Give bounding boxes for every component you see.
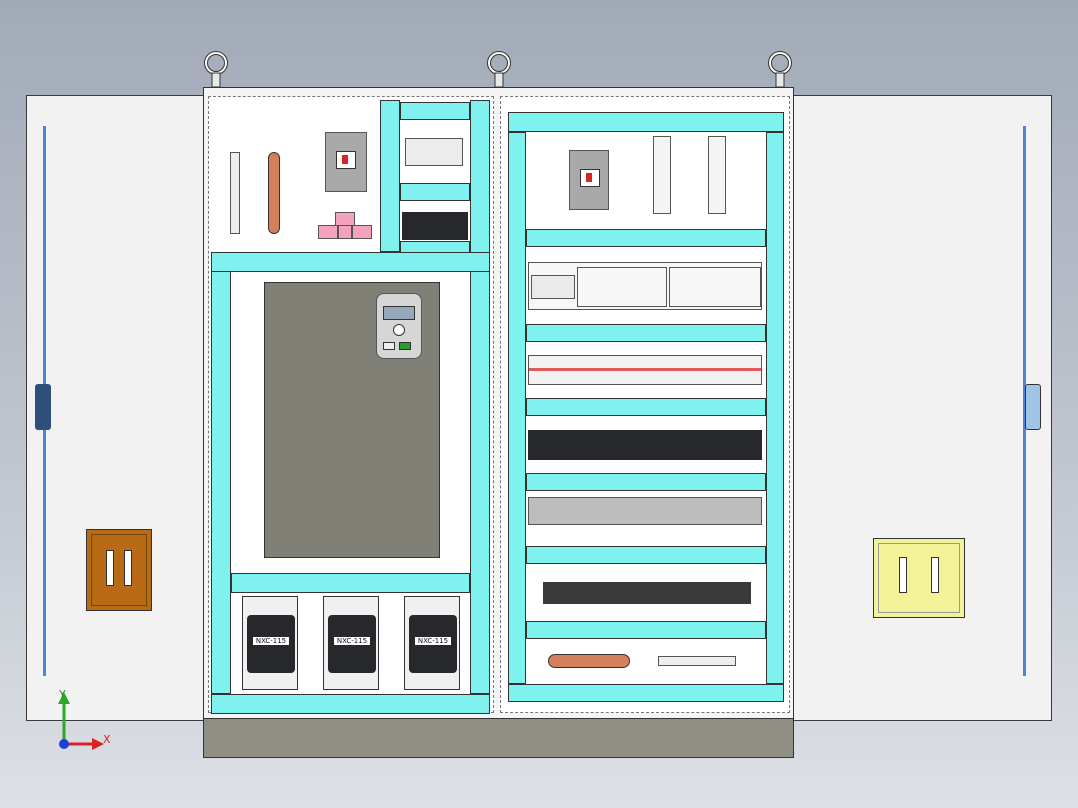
miniature-breakers-row	[528, 355, 762, 385]
relay-block-2	[318, 225, 338, 239]
terminal-strip-vertical	[230, 152, 240, 234]
left-duct-top-row-3	[400, 241, 470, 253]
door-wire-right	[1023, 126, 1026, 676]
right-duct-row-4	[526, 473, 766, 491]
axis-label-y: Y	[59, 688, 66, 701]
terminal-strip-long	[543, 582, 751, 604]
left-duct-horizontal-mid	[231, 573, 470, 593]
left-duct-horizontal-bottom	[211, 694, 490, 714]
door-hinge-left	[35, 384, 51, 430]
left-duct-horizontal-top	[211, 252, 490, 272]
left-duct-vertical-outer	[211, 270, 231, 694]
terminal-block-left	[402, 212, 468, 240]
left-duct-vertical-inner	[470, 100, 490, 694]
cabinet-plinth	[203, 718, 794, 758]
ground-terminal-strip	[658, 656, 736, 666]
contactor-label-2: NXC-115	[334, 637, 370, 645]
plc-io-modules	[528, 262, 762, 310]
lifting-eye-middle	[485, 50, 513, 88]
lifting-eye-right	[766, 50, 794, 88]
terminal-block-right	[528, 430, 762, 460]
relay-block-1	[335, 212, 355, 226]
small-breakers-row	[405, 138, 463, 166]
left-duct-top-row-2	[400, 183, 470, 201]
power-supply-1	[653, 136, 671, 214]
left-duct-top-row-1	[400, 102, 470, 120]
axis-label-x: X	[103, 733, 111, 746]
left-duct-vertical-top-sep	[380, 100, 400, 252]
right-duct-vertical-left	[508, 132, 526, 684]
right-duct-row-3	[526, 398, 766, 416]
contactor-1[interactable]: NXC-115	[242, 596, 298, 690]
right-duct-row-5	[526, 546, 766, 564]
contactor-label-3: NXC-115	[415, 637, 451, 645]
contactor-label-1: NXC-115	[253, 637, 289, 645]
copper-busbar-horizontal	[548, 654, 630, 668]
right-duct-row-6	[526, 621, 766, 639]
door-lock-handle-left[interactable]	[86, 529, 152, 611]
contactor-2[interactable]: NXC-115	[323, 596, 379, 690]
copper-busbar-vertical	[268, 152, 280, 234]
vfd-keypad[interactable]	[376, 293, 422, 359]
right-duct-vertical-right	[766, 132, 784, 684]
relay-row	[528, 497, 762, 525]
relay-block-4	[338, 225, 352, 239]
right-duct-row-2	[526, 324, 766, 342]
relay-block-3	[352, 225, 372, 239]
power-supply-2	[708, 136, 726, 214]
right-duct-bottom	[508, 684, 784, 702]
main-breaker-left[interactable]	[325, 132, 367, 192]
right-duct-row-1	[526, 229, 766, 247]
right-duct-top	[508, 112, 784, 132]
main-breaker-right[interactable]	[569, 150, 609, 210]
door-lock-handle-right[interactable]	[873, 538, 965, 618]
vfd-drive[interactable]	[264, 282, 440, 558]
left-door[interactable]	[26, 95, 204, 721]
coordinate-triad-icon	[58, 692, 104, 750]
lifting-eye-left	[202, 50, 230, 88]
right-door[interactable]	[792, 95, 1052, 721]
contactor-3[interactable]: NXC-115	[404, 596, 460, 690]
door-hinge-right	[1025, 384, 1041, 430]
